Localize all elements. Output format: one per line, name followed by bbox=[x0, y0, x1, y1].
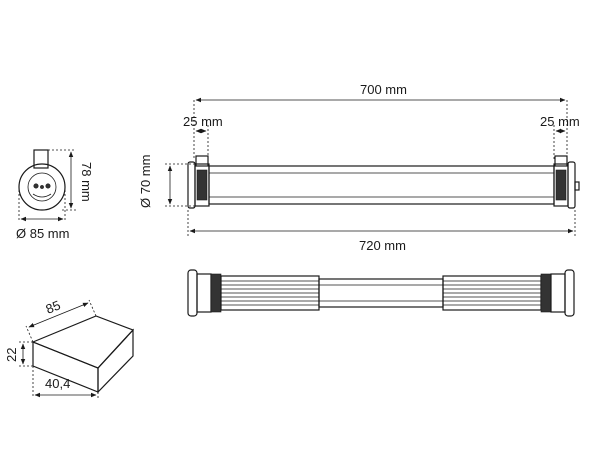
side-view: 700 mm 25 mm 25 mm Ø 70 mm 720 mm bbox=[138, 82, 580, 253]
box-length-label: 85 bbox=[44, 297, 63, 316]
detail-right-ribs bbox=[443, 280, 541, 306]
end-view-neck bbox=[33, 149, 49, 169]
right-cap-label: 25 mm bbox=[540, 114, 580, 129]
detail-right-band bbox=[540, 273, 552, 313]
detail-right-end-plate bbox=[564, 269, 575, 317]
tube-body bbox=[208, 165, 555, 205]
detail-left-end-plate bbox=[187, 269, 198, 317]
left-bracket bbox=[195, 155, 209, 167]
box-length-dimension-line bbox=[28, 302, 89, 328]
total-length-label: 720 mm bbox=[359, 238, 406, 253]
socket-hole-center bbox=[40, 185, 44, 189]
detail-view bbox=[187, 269, 575, 317]
left-end-plate bbox=[187, 161, 196, 209]
box-top-face bbox=[31, 315, 135, 369]
right-bracket bbox=[554, 155, 568, 167]
inner-length-label: 700 mm bbox=[360, 82, 407, 97]
package-box: 85 22 40,4 bbox=[4, 297, 135, 400]
socket-hole-right bbox=[45, 183, 51, 189]
right-connector bbox=[574, 181, 580, 191]
end-diameter-label: Ø 85 mm bbox=[16, 226, 69, 241]
box-height-label: 22 bbox=[4, 348, 19, 362]
box-right-face bbox=[97, 328, 134, 394]
end-view-inner-circle bbox=[27, 172, 57, 202]
end-view-arc bbox=[32, 193, 52, 198]
socket-hole-left bbox=[33, 183, 39, 189]
right-grille bbox=[555, 169, 567, 201]
end-view: 78 mm Ø 85 mm bbox=[16, 149, 94, 241]
detail-left-band bbox=[210, 273, 222, 313]
detail-left-ribs bbox=[221, 280, 319, 306]
end-view-outer-circle bbox=[18, 163, 66, 211]
tube-diameter-label: Ø 70 mm bbox=[138, 155, 153, 208]
left-cap-label: 25 mm bbox=[183, 114, 223, 129]
end-height-label: 78 mm bbox=[79, 162, 94, 202]
right-end-plate bbox=[567, 161, 576, 209]
box-width-label: 40,4 bbox=[45, 376, 70, 391]
left-grille bbox=[196, 169, 208, 201]
detail-center-tube bbox=[318, 278, 444, 308]
